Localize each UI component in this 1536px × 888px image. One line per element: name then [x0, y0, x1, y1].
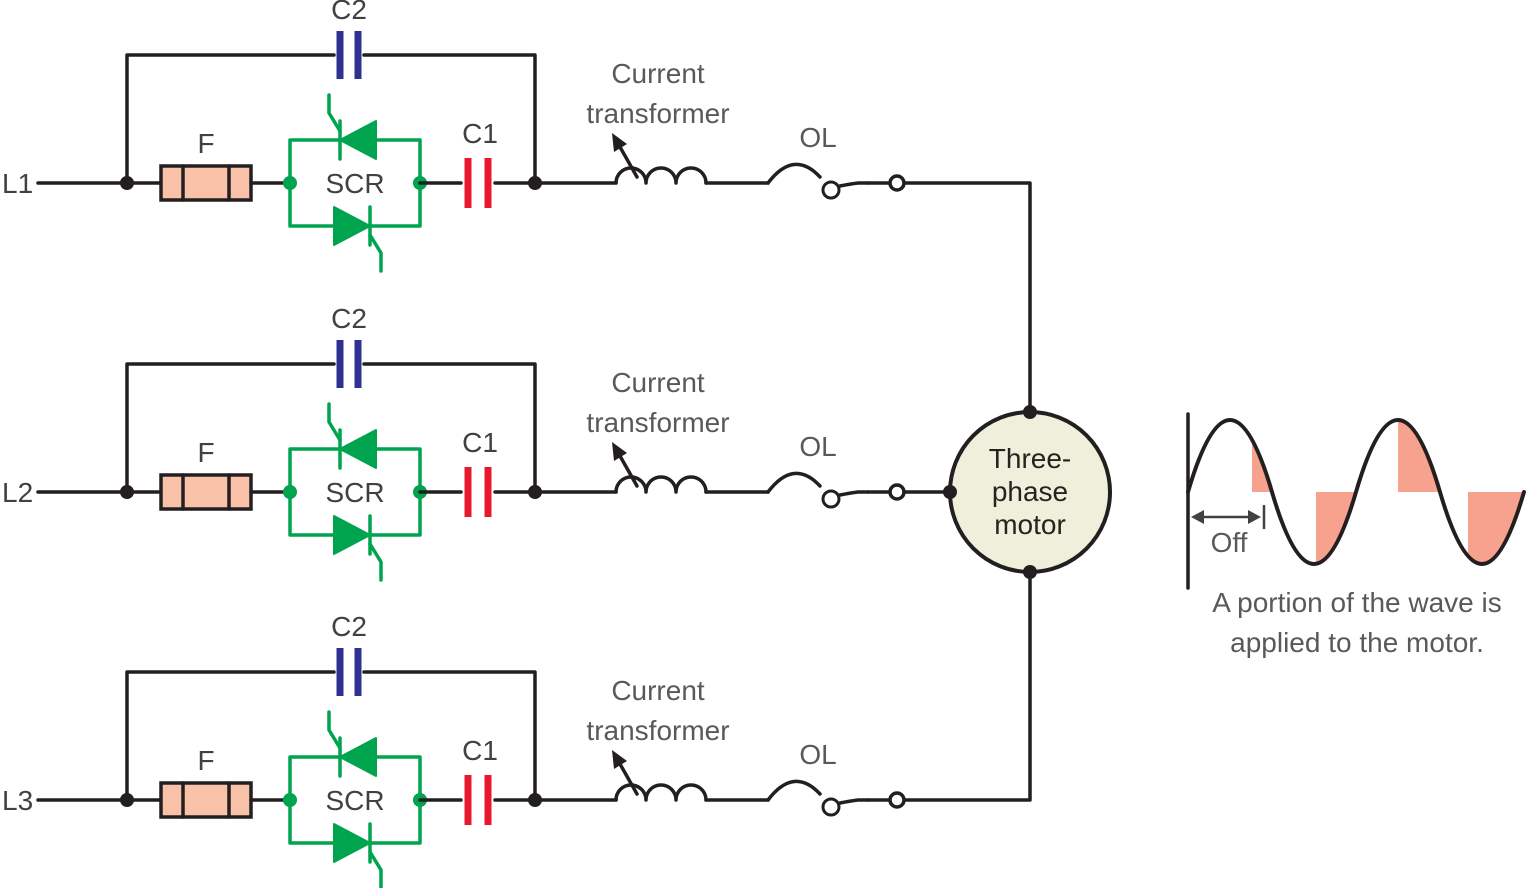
phase-circuit-l2: L2 C2 F SCR C1: [2, 303, 906, 582]
scr-label: SCR: [325, 168, 384, 199]
current-transformer-symbol: [612, 133, 708, 185]
ol-loop: [821, 489, 841, 509]
off-arrowhead-left: [1191, 510, 1204, 524]
terminal-circle: [888, 791, 906, 809]
junction-dot: [1023, 565, 1037, 579]
phase-circuit-l3: L3 C2 F SCR C1: [2, 611, 906, 888]
terminal-circle: [888, 174, 906, 192]
current-transformer-symbol: [612, 442, 708, 494]
ol-exit-wire: [838, 490, 870, 497]
bypass-branch-wire: [125, 362, 537, 494]
off-arrowhead-right: [1248, 510, 1261, 524]
scr-node-dot: [283, 485, 297, 499]
wave-caption-line1: A portion of the wave is: [1212, 587, 1502, 618]
ct-label-line2: transformer: [586, 715, 729, 746]
scr-label: SCR: [325, 477, 384, 508]
scr-thyristor-top: [339, 737, 377, 777]
overload-symbol: [766, 162, 870, 200]
scr-gate-lead-bottom: [368, 850, 383, 888]
junction-dot: [1023, 405, 1037, 419]
ol-label: OL: [799, 431, 836, 462]
ol-exit-wire: [838, 181, 870, 188]
ct-arrowhead: [612, 442, 627, 461]
ct-arrowhead: [612, 133, 627, 152]
scr-node-dot: [283, 176, 297, 190]
scr-thyristor-bottom: [333, 206, 371, 246]
bypass-branch-wire: [125, 670, 537, 802]
scr-thyristor-top: [339, 429, 377, 469]
ol-arc: [766, 779, 822, 802]
ct-coil: [614, 783, 708, 802]
scr-node-dot: [283, 793, 297, 807]
ol-arc: [766, 471, 822, 494]
ol-label: OL: [799, 122, 836, 153]
sine-wave: [1186, 418, 1526, 566]
line-label: L1: [2, 168, 33, 199]
ol-label: OL: [799, 739, 836, 770]
motor-feed-wire-l3: [903, 570, 1032, 802]
phase-circuit-l1: L1 C2 F SCR C1: [2, 0, 906, 273]
scr-thyristor-top: [339, 120, 377, 160]
c1-label: C1: [462, 735, 498, 766]
overload-symbol: [766, 779, 870, 817]
ct-coil: [614, 475, 708, 494]
scr-gate-lead-top: [327, 402, 342, 442]
three-phase-motor: Three- phase motor: [943, 405, 1112, 579]
current-transformer-symbol: [612, 750, 708, 802]
fuse-symbol: [159, 473, 253, 511]
ct-label-line1: Current: [611, 675, 705, 706]
terminal-circle: [888, 483, 906, 501]
fuse-symbol: [159, 781, 253, 819]
junction-dot: [120, 176, 134, 190]
ct-label-line1: Current: [611, 58, 705, 89]
c2-label: C2: [331, 303, 367, 334]
ct-label-line1: Current: [611, 367, 705, 398]
ct-arrow-shaft: [618, 145, 639, 179]
ct-label-line2: transformer: [586, 407, 729, 438]
c2-label: C2: [331, 611, 367, 642]
motor-label-line3: motor: [994, 509, 1066, 540]
overload-symbol: [766, 471, 870, 509]
motor-label-line1: Three-: [989, 443, 1071, 474]
ol-loop: [821, 797, 841, 817]
line-label: L3: [2, 785, 33, 816]
c2-label: C2: [331, 0, 367, 25]
line-label: L2: [2, 477, 33, 508]
scr-gate-lead-bottom: [368, 233, 383, 273]
wave-caption-line2: applied to the motor.: [1230, 627, 1484, 658]
ct-arrowhead: [612, 750, 627, 769]
c1-label: C1: [462, 118, 498, 149]
fuse-label: F: [197, 437, 214, 468]
ct-arrow-shaft: [618, 762, 639, 796]
ct-label-line2: transformer: [586, 98, 729, 129]
off-interval-arrow: [1191, 505, 1266, 529]
junction-dot: [120, 793, 134, 807]
ct-coil: [614, 166, 708, 185]
c1-label: C1: [462, 427, 498, 458]
scr-symbol: [283, 93, 427, 273]
junction-dot: [943, 485, 957, 499]
junction-dot: [120, 485, 134, 499]
scr-label: SCR: [325, 785, 384, 816]
fuse-symbol: [159, 164, 253, 202]
ol-loop: [821, 180, 841, 200]
scr-thyristor-bottom: [333, 823, 371, 863]
motor-feed-wire-l1: [903, 181, 1032, 414]
ol-exit-wire: [838, 798, 870, 805]
off-label: Off: [1211, 527, 1248, 558]
ol-arc: [766, 162, 822, 185]
scr-gate-lead-top: [327, 93, 342, 133]
bypass-branch-wire: [125, 53, 537, 185]
scr-gate-lead-bottom: [368, 542, 383, 582]
fuse-label: F: [197, 128, 214, 159]
scr-thyristor-bottom: [333, 515, 371, 555]
scr-gate-lead-top: [327, 710, 342, 750]
waveform-inset: Off A portion of the wave is applied to …: [1186, 412, 1526, 658]
ct-arrow-shaft: [618, 454, 639, 488]
motor-label-line2: phase: [992, 476, 1068, 507]
fuse-label: F: [197, 745, 214, 776]
